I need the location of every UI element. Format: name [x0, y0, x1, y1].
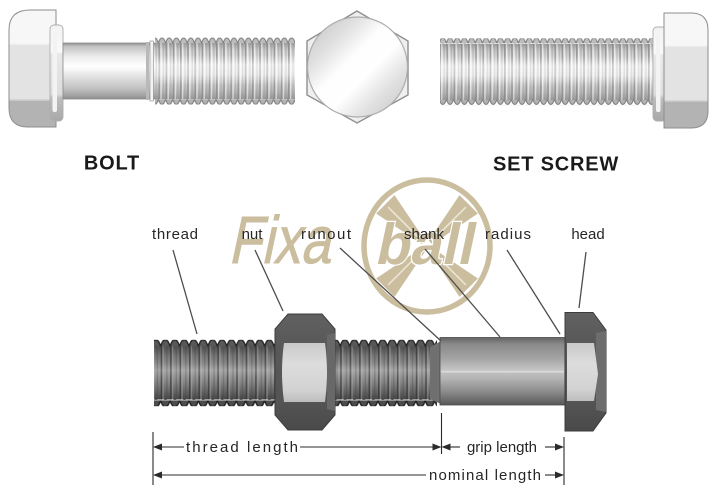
svg-text:Fixa: Fixa [225, 204, 343, 278]
svg-text:radius: radius [485, 226, 531, 243]
svg-text:grip length: grip length [467, 439, 537, 456]
svg-text:ball: ball [371, 213, 483, 277]
svg-text:runout: runout [301, 226, 352, 243]
svg-text:head: head [571, 226, 604, 243]
svg-text:nominal length: nominal length [429, 467, 541, 484]
svg-text:shank: shank [404, 226, 445, 243]
svg-text:SET SCREW: SET SCREW [493, 154, 619, 176]
svg-text:nut: nut [242, 226, 264, 243]
svg-text:thread: thread [152, 226, 198, 243]
svg-text:thread length: thread length [186, 439, 298, 456]
svg-text:BOLT: BOLT [84, 153, 140, 175]
